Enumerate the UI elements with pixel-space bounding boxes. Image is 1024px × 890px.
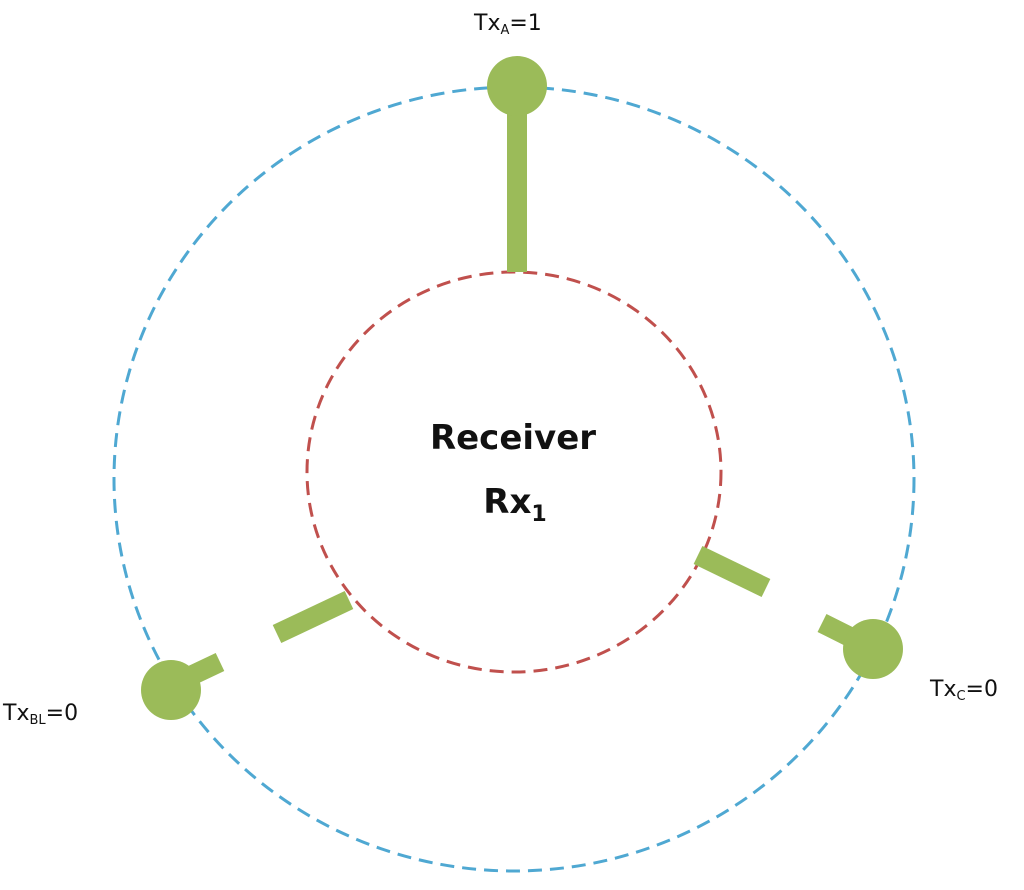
receiver-id-subscript: 1 [531, 502, 546, 527]
receiver-title: Receiver [430, 418, 596, 458]
outer-dashed-ring [112, 85, 916, 873]
inner-dashed-ring [305, 270, 723, 674]
receiver-id-main: Rx [483, 482, 531, 522]
transmitter-top-label-value: =1 [509, 11, 541, 36]
transmitter-top-label-subscript: A [500, 23, 509, 38]
transmitter-left-node [141, 660, 201, 720]
transmitter-left-arm-inner [272, 590, 354, 644]
transmitter-right-label-main: Tx [929, 677, 956, 702]
transmitter-top [487, 56, 547, 272]
transmitter-right [693, 546, 903, 679]
transmitter-left-label-subscript: BL [29, 713, 46, 728]
transmitter-right-arm-inner [693, 546, 771, 597]
transmitter-top-label: TxA=1 [473, 11, 542, 38]
transmitter-left-label-main: Tx [2, 701, 29, 726]
receiver-id: Rx1 [483, 482, 546, 527]
transmitter-right-node [843, 619, 903, 679]
transmitter-top-label-main: Tx [473, 11, 500, 36]
transmitter-top-node [487, 56, 547, 116]
transmitter-left-label: TxBL=0 [2, 701, 78, 728]
transmitter-right-label-subscript: C [956, 689, 965, 704]
transmitter-right-label-value: =0 [966, 677, 998, 702]
transmitter-right-label: TxC=0 [929, 677, 998, 704]
transmitter-left-label-value: =0 [46, 701, 78, 726]
transmitter-left [141, 590, 354, 720]
